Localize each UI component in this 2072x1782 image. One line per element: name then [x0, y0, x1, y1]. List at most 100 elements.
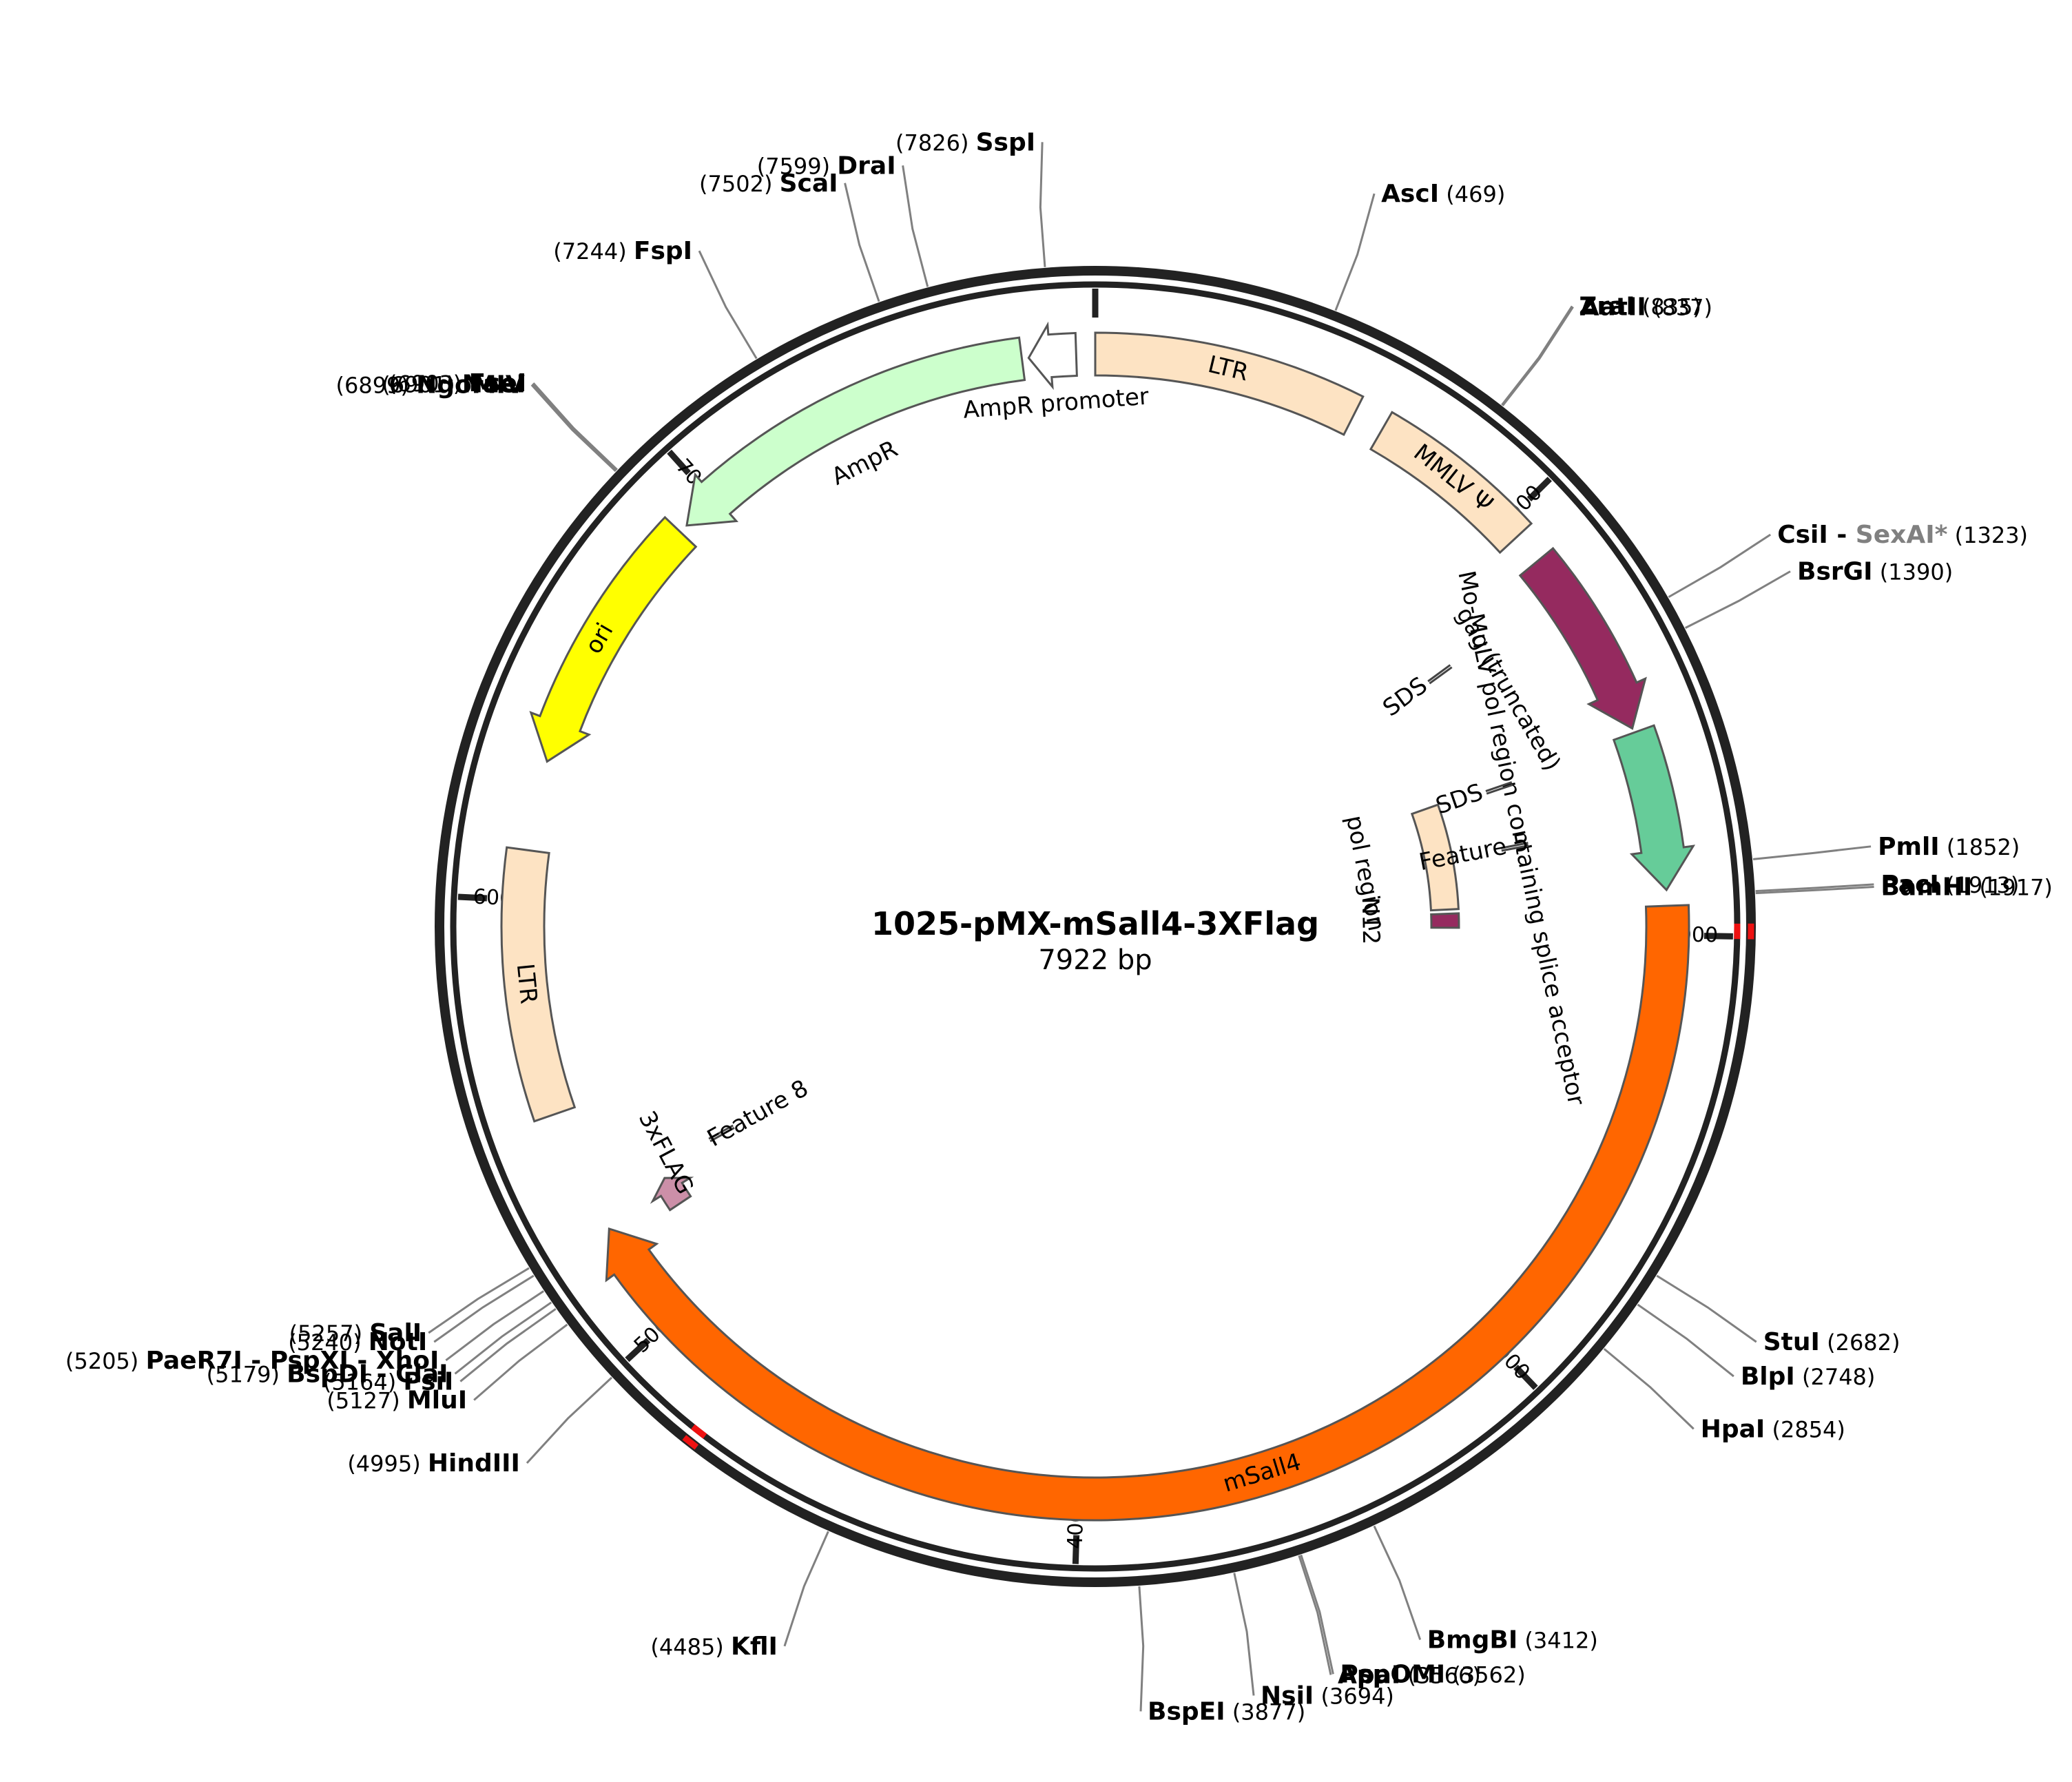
site-leader-line [1656, 1274, 1757, 1343]
site-leader-line [445, 1290, 545, 1361]
site-position: (835) [1635, 293, 1701, 320]
site-leader-line [698, 250, 758, 360]
site-leader-line [1373, 1525, 1422, 1640]
backbone-ring [435, 266, 1756, 1587]
site-label: CsiI - SexAI* (1323) [1777, 521, 2028, 549]
feature-ampr-promoter [1027, 321, 1078, 391]
site-position: (5164) [323, 1369, 404, 1395]
site-leader-line [1233, 1573, 1255, 1696]
site-label: ZraI (835) [1579, 292, 1701, 320]
site-position: (7502) [699, 171, 780, 197]
site-label: BmgBI (3412) [1427, 1626, 1598, 1654]
site-leader-line [433, 1274, 535, 1343]
tick-mark [1703, 933, 1733, 940]
site-leader-line [532, 382, 618, 470]
site-leader-line [1755, 883, 1874, 893]
restriction-sites: (7826) SspI(7599) DraI(7502) ScaI(7244) … [65, 128, 2053, 1726]
site-leader-line [1501, 305, 1573, 406]
site-leader-line [902, 165, 929, 287]
site-label: (5179) BspDI - ClaI [207, 1360, 448, 1388]
site-leader-line [1334, 193, 1376, 311]
site-name: SspI [976, 128, 1036, 156]
site-label: (5257) SalI [289, 1319, 422, 1347]
site-position: (3877) [1225, 1699, 1306, 1725]
tick-mark [457, 893, 488, 902]
site-label: StuI (2682) [1763, 1328, 1900, 1356]
site-label: BsrGI (1390) [1797, 557, 1953, 586]
site-position: (5240) [288, 1329, 369, 1356]
site-name: BspEI [1148, 1697, 1225, 1726]
site-leader-line [473, 1323, 568, 1401]
site-label: BamHI (1917) [1881, 873, 2053, 902]
site-name: NaeI [462, 370, 526, 398]
tick-mark [1513, 1365, 1538, 1390]
feature-label-ampr: AmpR [827, 435, 902, 491]
site-label: AscI (469) [1381, 180, 1505, 208]
site-bamhi: BamHI (1917) [1755, 873, 2053, 902]
site-name: KflI [731, 1633, 778, 1661]
site-position: (6903) [388, 371, 469, 397]
site-label: (6901) NaeI [382, 370, 526, 398]
site-name: ZraI [1579, 292, 1635, 320]
site-leader-line [1684, 570, 1791, 629]
site-name: NsiI [1261, 1681, 1314, 1710]
site-position: (1323) [1947, 522, 2028, 548]
site-name: NotI [369, 1328, 427, 1356]
site-name: StuI [1763, 1328, 1820, 1356]
site-position: (1390) [1873, 559, 1954, 585]
site-leader-line [1637, 1303, 1734, 1378]
tick-mark [667, 449, 692, 476]
site-leader-line [1502, 306, 1574, 406]
feature-label-ltr-3: LTR [511, 962, 543, 1005]
site-bspdi: (5179) BspDI - ClaI [207, 1301, 552, 1388]
site-position: (5257) [289, 1320, 370, 1347]
plasmid-length: 7922 bp [1038, 944, 1152, 976]
feature-mo-mulv-pol [1612, 724, 1696, 892]
site-leader-line [783, 1531, 829, 1647]
site-paer7i: (5205) PaeR7I - PspXI - XhoI [65, 1290, 545, 1375]
site-position: (469) [1439, 181, 1505, 207]
small-feature-label: SDS [1432, 778, 1486, 820]
site-aatii: AatII (837) [1502, 293, 1712, 406]
site-label: (5205) PaeR7I - PspXI - XhoI [65, 1347, 439, 1375]
site-pmli: PmlI (1852) [1752, 833, 2020, 861]
feature-label-n12: N12 [1356, 897, 1385, 944]
site-leader-line [428, 1267, 530, 1334]
site-csii: CsiI - SexAI* (1323) [1668, 521, 2028, 599]
red-marker [690, 1424, 707, 1439]
feature-label-ampr-promoter: AmpR promoter [962, 383, 1150, 424]
site-apai: ApaI (3566) [1298, 1555, 1481, 1689]
feature-ampr [685, 336, 1026, 527]
site-name: SalI [369, 1319, 422, 1347]
small-feature-mark [1500, 842, 1529, 849]
site-name: HindIII [428, 1449, 520, 1478]
tick-mark [1526, 477, 1552, 501]
site-position: (2854) [1765, 1416, 1845, 1442]
site-label: (5240) NotI [288, 1328, 427, 1356]
site-label: BspEI (3877) [1148, 1697, 1305, 1726]
site-position: (1913) [1939, 872, 2020, 898]
site-fsei: (6903) FseI [388, 369, 618, 470]
site-label: HpaI (2854) [1701, 1415, 1845, 1443]
site-bmgbi: BmgBI (3412) [1373, 1525, 1598, 1654]
site-ngomiv: (6899) NgoMIV [335, 371, 617, 473]
site-bspei: BspEI (3877) [1138, 1586, 1305, 1726]
site-drai: (7599) DraI [757, 152, 929, 287]
site-label: ApaI (3566) [1338, 1661, 1481, 1689]
site-position: (2682) [1820, 1329, 1900, 1356]
site-position: (4485) [650, 1634, 731, 1660]
site-position: (1852) [1940, 834, 2020, 860]
feature-msall4 [605, 904, 1690, 1522]
site-label: (6899) NgoMIV [335, 371, 524, 400]
small-feature-label: SDS [1378, 672, 1433, 722]
site-position: (3412) [1517, 1627, 1598, 1653]
tick-mark [1072, 1535, 1080, 1564]
site-leader-line [1752, 845, 1872, 860]
site-position: (2748) [1795, 1364, 1876, 1390]
site-name: BsrGI [1797, 557, 1873, 586]
small-feature-mark [1485, 781, 1513, 792]
feature-ltr-3 [500, 846, 577, 1123]
small-feature-mark [708, 1124, 734, 1140]
site-stui: StuI (2682) [1656, 1274, 1900, 1356]
feature-3xflag [650, 1177, 694, 1212]
